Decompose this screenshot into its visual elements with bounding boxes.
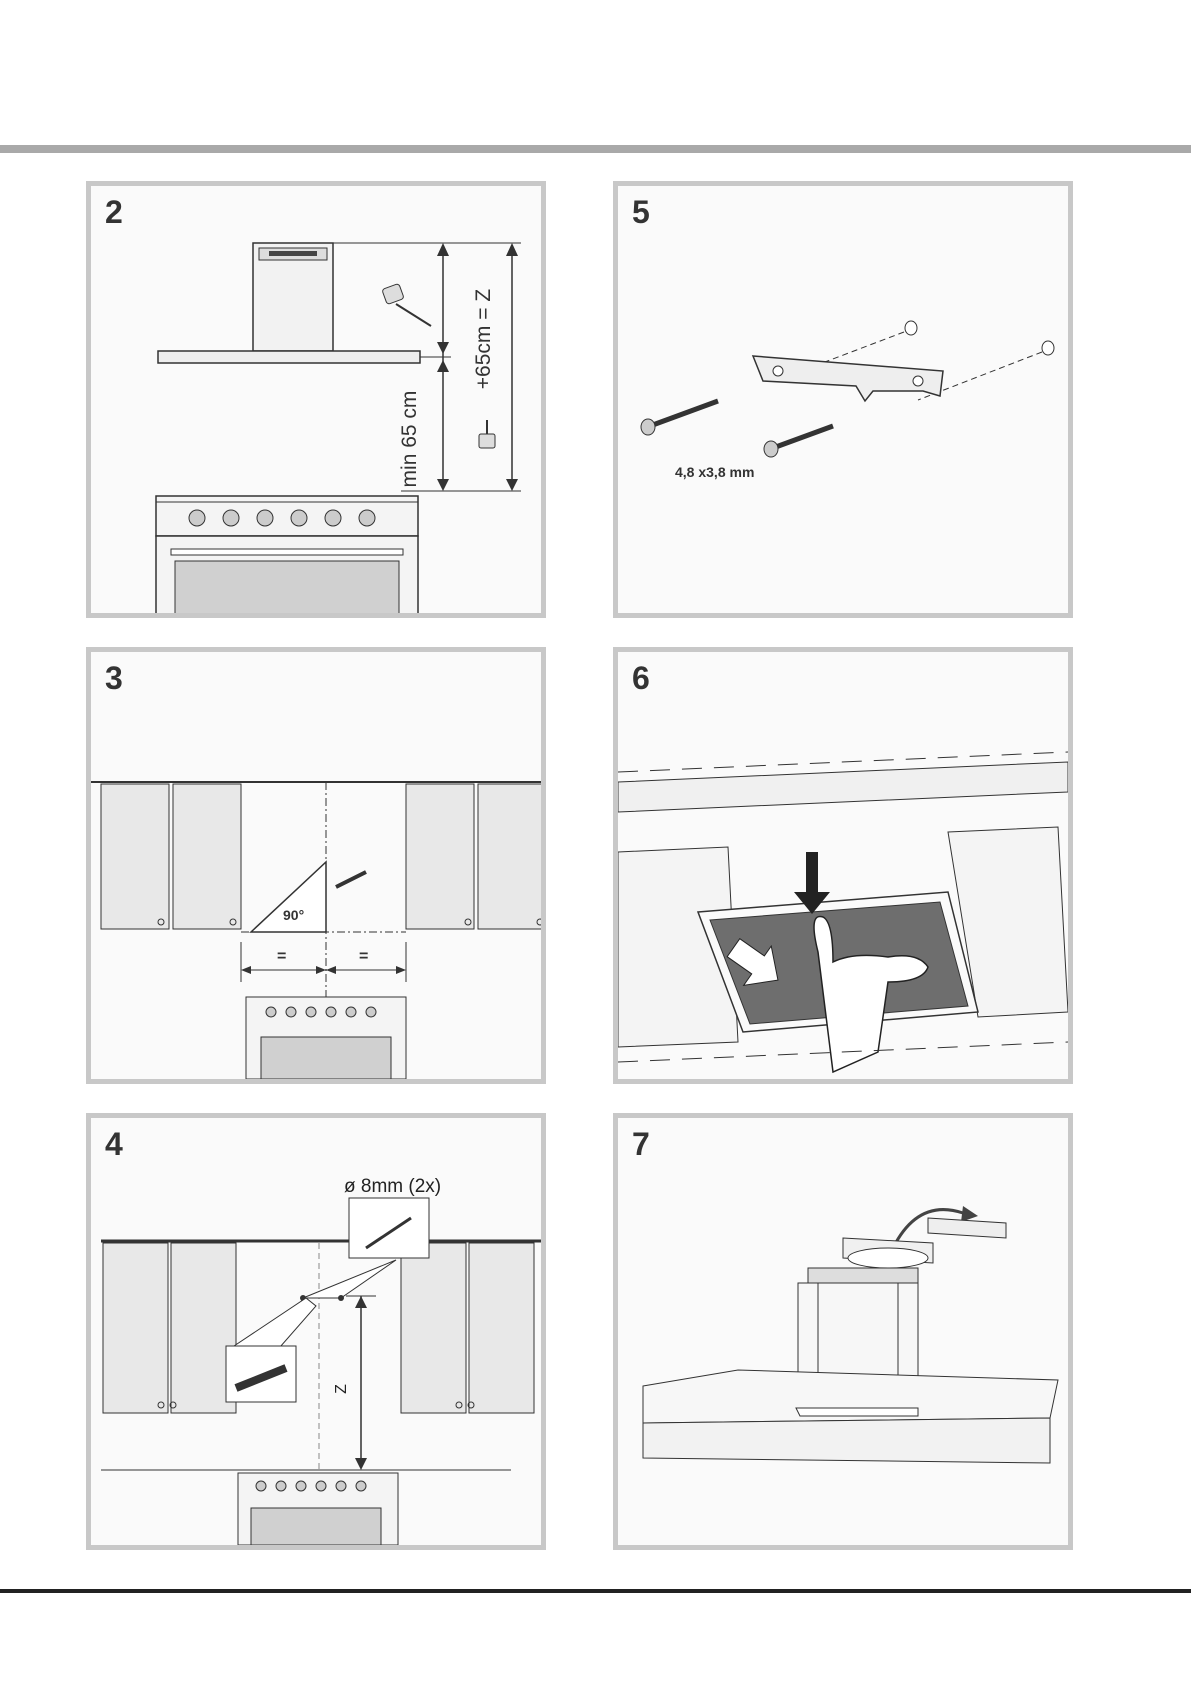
step-panel-6: 6: [613, 647, 1073, 1084]
drill-size-label: ø 8mm (2x): [344, 1176, 441, 1198]
step-number: 2: [105, 194, 123, 231]
step-number: 6: [632, 660, 650, 697]
footer-rule: [0, 1589, 1191, 1593]
step-panel-4: 4 ø 8mm (2x) Z: [86, 1113, 546, 1550]
step-number: 3: [105, 660, 123, 697]
angle-label: 90°: [283, 907, 304, 923]
step-number: 7: [632, 1126, 650, 1163]
step-panel-5: 5 4,8 x3,8 mm: [613, 181, 1073, 618]
step-panel-7: 7: [613, 1113, 1073, 1550]
center-line-illustration: [91, 652, 541, 1079]
step-number: 5: [632, 194, 650, 231]
step-number: 4: [105, 1126, 123, 1163]
hood-assembly-illustration: [618, 1118, 1068, 1545]
step-panel-2: 2 min 65 cm +65cm = Z: [86, 181, 546, 618]
equal-left-label: =: [277, 948, 286, 966]
screw-size-label: 4,8 x3,8 mm: [675, 464, 754, 480]
drilling-illustration: [91, 1118, 541, 1545]
distance-z-label: Z: [333, 1384, 351, 1394]
equal-right-label: =: [359, 948, 368, 966]
header-rule: [0, 145, 1191, 153]
total-height-label: +65cm = Z: [472, 269, 498, 409]
step-panel-3: 3 90° = =: [86, 647, 546, 1084]
grease-filter-illustration: [618, 652, 1068, 1079]
min-height-label: min 65 cm: [398, 369, 424, 509]
bracket-screws-illustration: [618, 186, 1068, 613]
